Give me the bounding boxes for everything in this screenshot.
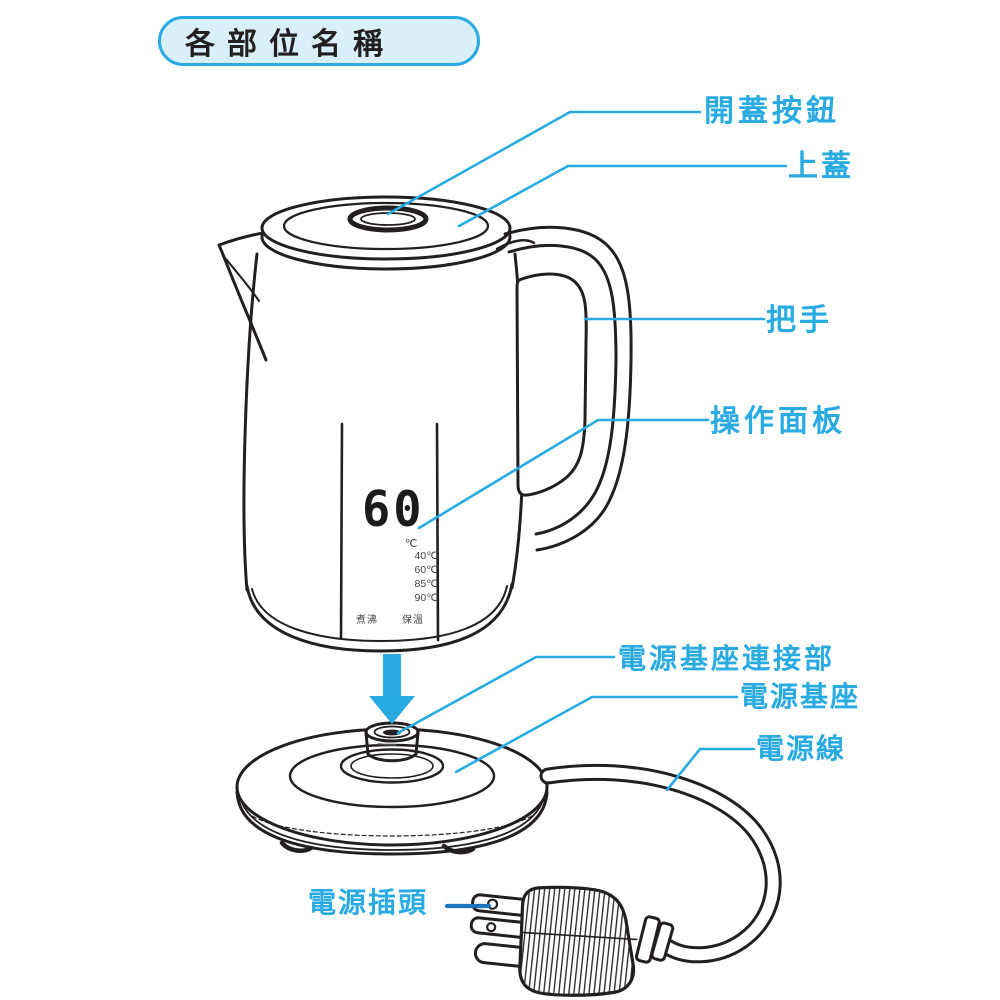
leader-lid-button: [386, 110, 702, 216]
label-power-cord: 電源線: [756, 733, 847, 764]
plug-strain-relief: [634, 915, 675, 964]
label-handle: 把手: [766, 304, 832, 337]
control-panel-right-edge: [435, 422, 440, 642]
preset-temp: 85℃: [414, 578, 438, 590]
down-arrow-icon: [369, 654, 415, 724]
power-base-drawing: [235, 721, 549, 856]
label-control-panel: 操作面板: [710, 405, 846, 438]
leader-power-cord: [665, 747, 756, 792]
label-lid: 上蓋: [788, 150, 854, 183]
panel-button-boil: 煮沸: [356, 615, 378, 626]
display-current-temp: 60: [362, 480, 425, 539]
label-base-connector: 電源基座連接部: [618, 643, 836, 674]
page-title: 各部位名稱: [185, 28, 395, 61]
leader-lid: [457, 164, 788, 228]
panel-button-keep-warm: 保溫: [402, 615, 424, 626]
kettle-body-drawing: [217, 195, 633, 653]
control-panel-left-edge: [339, 422, 344, 640]
preset-temp: 40℃: [414, 550, 438, 562]
power-cord-drawing: [539, 763, 782, 964]
label-power-plug: 電源插頭: [308, 887, 429, 918]
preset-temp: 60℃: [414, 564, 438, 576]
label-power-base: 電源基座: [740, 681, 861, 712]
display-unit: ℃: [405, 538, 418, 550]
preset-temp: 90℃: [414, 592, 438, 604]
leader-control-panel: [417, 418, 710, 530]
display-preset-list: 40℃ 60℃ 85℃ 90℃: [394, 549, 438, 605]
power-plug-drawing: [469, 885, 638, 997]
leader-base-connector: [396, 655, 616, 735]
leader-power-base: [454, 695, 739, 774]
title-box: 各部位名稱: [158, 16, 480, 66]
label-lid-button: 開蓋按鈕: [704, 95, 840, 128]
